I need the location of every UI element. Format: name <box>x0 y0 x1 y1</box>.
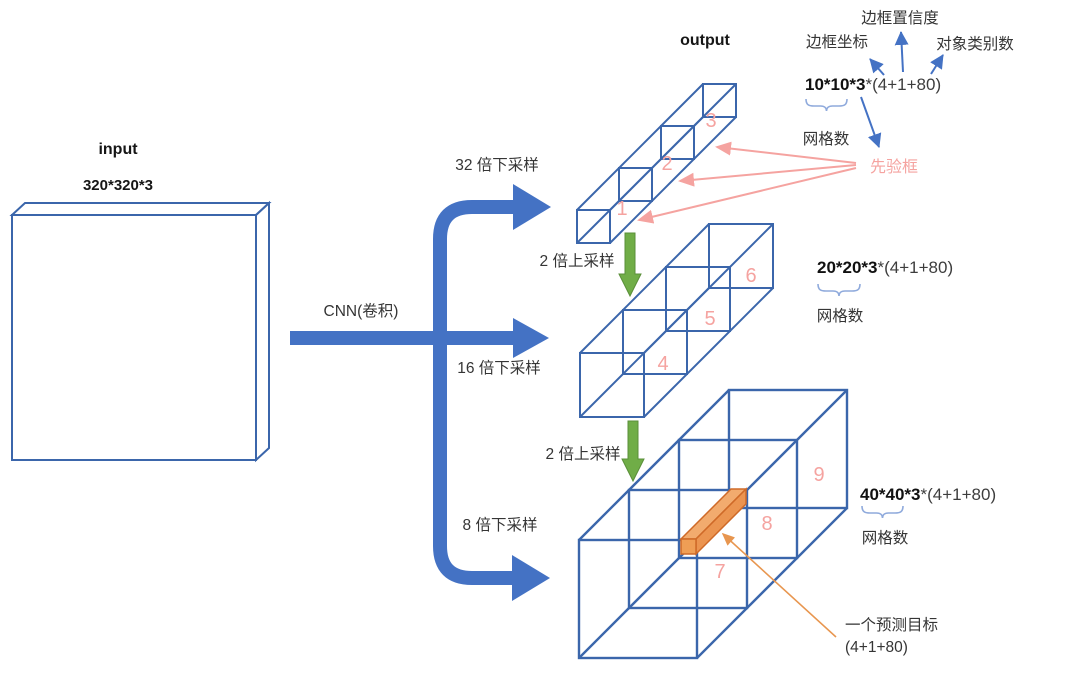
grid-label-20: 网格数 <box>817 307 864 325</box>
upsample-arrow-2 <box>621 420 645 483</box>
upsample-label-2: 2 倍上采样 <box>546 445 621 463</box>
output-title: output <box>680 32 730 49</box>
downsample-32-arrow-head <box>513 184 551 230</box>
cell-number-6: 6 <box>745 265 756 287</box>
anchor-arrow-2 <box>678 164 857 187</box>
cell-number-5: 5 <box>704 308 715 330</box>
output-box-medium <box>579 223 774 418</box>
arrow-to-bbox-coord <box>869 58 885 76</box>
annotation-arrows <box>860 31 944 148</box>
input-title: input <box>98 141 138 158</box>
bbox-coord-label: 边框坐标 <box>806 33 868 51</box>
cnn-arrow-head <box>513 318 549 358</box>
dims-label-10: 10*10*3*(4+1+80) <box>805 75 941 94</box>
cell-number-2: 2 <box>661 153 672 175</box>
dims-40-rest: *(4+1+80) <box>921 485 997 504</box>
cell-number-3: 3 <box>705 110 716 132</box>
grid-brace-10 <box>805 98 848 112</box>
cell-number-4: 4 <box>657 353 668 375</box>
dims-20-bold: 20*20*3 <box>817 258 878 277</box>
dims-10-bold: 10*10*3 <box>805 75 866 94</box>
anchor-arrows <box>637 141 857 224</box>
prediction-pointer-arrow <box>721 532 837 638</box>
cell-number-1: 1 <box>616 198 627 220</box>
dims-label-20: 20*20*3*(4+1+80) <box>817 258 953 277</box>
input-panel-front-face <box>11 214 257 461</box>
downsample-16-label: 16 倍下采样 <box>457 359 541 377</box>
output-box-small <box>576 83 737 244</box>
input-dims-label: 320*320*3 <box>83 177 153 194</box>
upsample-arrow-1 <box>618 232 642 298</box>
cell-number-7: 7 <box>714 561 725 583</box>
downsample-32-label: 32 倍下采样 <box>455 156 539 174</box>
grid-label-10: 网格数 <box>803 130 850 148</box>
arrow-to-anchor <box>860 96 882 148</box>
cell-number-9: 9 <box>813 464 824 486</box>
anchor-label: 先验框 <box>870 158 918 176</box>
input-panel-top-face <box>9 202 272 216</box>
downsample-8-label: 8 倍下采样 <box>463 516 538 534</box>
anchor-arrow-3 <box>637 167 857 224</box>
prediction-label-line2: (4+1+80) <box>845 639 908 656</box>
cell-number-8: 8 <box>761 513 772 535</box>
grid-brace-20 <box>817 283 861 297</box>
arrow-to-num-classes <box>930 54 944 75</box>
grid-brace-40 <box>861 505 904 519</box>
cnn-flow-arrows <box>290 184 551 601</box>
branch-trunk <box>433 200 513 585</box>
dims-label-40: 40*40*3*(4+1+80) <box>860 485 996 504</box>
num-classes-label: 对象类别数 <box>936 35 1014 53</box>
dims-20-rest: *(4+1+80) <box>878 258 954 277</box>
prediction-bar-front-face <box>680 538 697 555</box>
prediction-label-line1: 一个预测目标 <box>845 616 938 634</box>
arrow-to-bbox-conf <box>894 31 909 73</box>
anchor-arrow-1 <box>715 141 857 164</box>
cnn-arrow-shaft <box>290 331 513 345</box>
dims-10-rest: *(4+1+80) <box>866 75 942 94</box>
bbox-conf-label: 边框置信度 <box>861 9 939 27</box>
input-panel <box>9 200 272 463</box>
prediction-bar <box>679 487 748 556</box>
input-panel-side-face <box>255 200 270 463</box>
grid-label-40: 网格数 <box>862 529 909 547</box>
dims-40-bold: 40*40*3 <box>860 485 921 504</box>
upsample-label-1: 2 倍上采样 <box>540 252 615 270</box>
cnn-label: CNN(卷积) <box>324 302 399 320</box>
downsample-8-arrow-head <box>512 555 550 601</box>
